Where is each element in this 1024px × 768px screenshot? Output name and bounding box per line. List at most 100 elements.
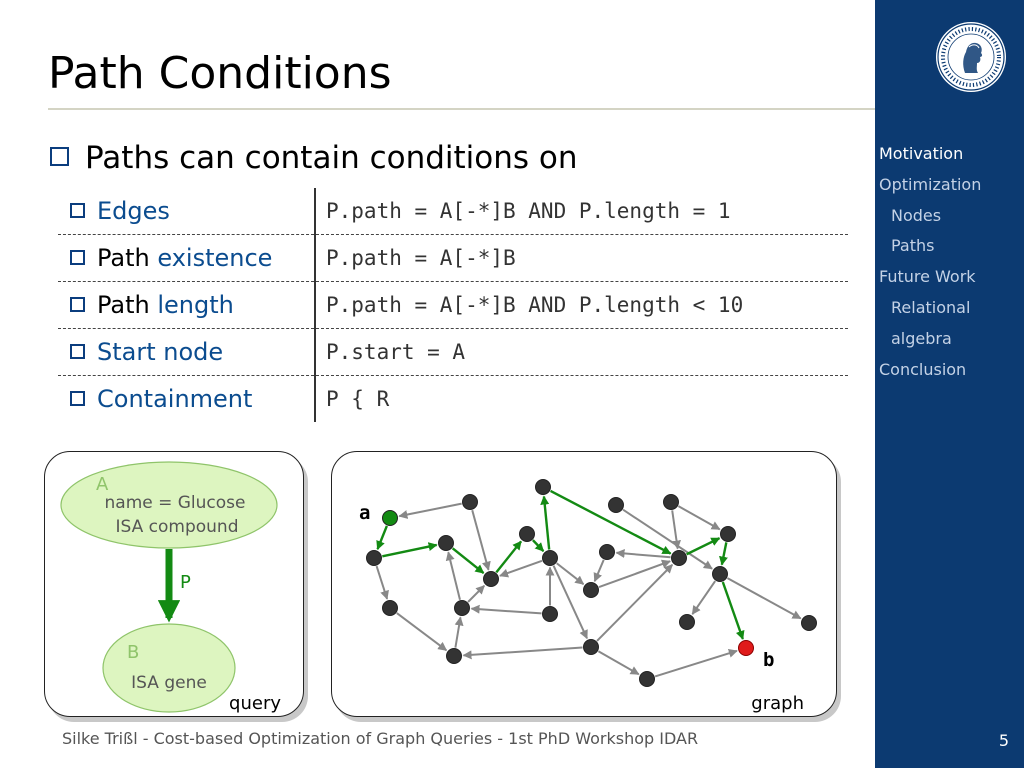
graph-start-node: [382, 510, 398, 526]
condition-code: P.path = A[-*]B AND P.length = 1: [326, 199, 731, 223]
graph-edge: [598, 559, 671, 589]
graph-edge: [677, 505, 721, 531]
graph-path-edge: [532, 539, 545, 552]
condition-keyword: Containment: [97, 385, 253, 413]
graph-node: [679, 614, 695, 630]
nav-item-relational[interactable]: Relational: [891, 297, 971, 317]
nav-item-nodes[interactable]: Nodes: [891, 205, 942, 225]
graph-edge: [671, 510, 681, 550]
graph-path-edge: [549, 489, 672, 555]
nav-item-algebra[interactable]: algebra: [891, 328, 952, 348]
graph-path-edge: [451, 547, 485, 575]
graph-edge: [552, 565, 588, 640]
graph-node: [720, 526, 736, 542]
page-number: 5: [998, 731, 1009, 750]
nav-item-optimization[interactable]: Optimization: [879, 174, 982, 194]
graph-end-label: b: [763, 649, 774, 671]
nav-item-paths[interactable]: Paths: [891, 236, 935, 256]
slide-content: Path Conditions Paths can contain condit…: [44, 48, 976, 748]
title-divider: [48, 108, 976, 110]
query-panel: A name = Glucose ISA compound P B ISA ge…: [44, 451, 304, 717]
square-bullet-icon: [70, 202, 85, 218]
condition-row-existence: Path existence P.path = A[-*]B: [58, 234, 848, 282]
condition-prefix: Path: [97, 291, 158, 319]
condition-prefix: Path: [97, 244, 158, 272]
graph-edge: [726, 577, 802, 620]
graph-node: [671, 550, 687, 566]
graph-edge: [597, 650, 640, 676]
graph-node: [454, 600, 470, 616]
condition-code: P.start = A: [315, 328, 848, 376]
query-node-a-name: A: [96, 474, 109, 495]
condition-row-edges: Edges P.path = A[-*]B AND P.length = 1: [58, 188, 848, 235]
graph-node: [542, 550, 558, 566]
query-edge-label: P: [180, 572, 191, 593]
query-node-a: [60, 461, 278, 549]
query-node-b-name: B: [127, 642, 139, 663]
condition-code: P.path = A[-*]B: [315, 234, 848, 282]
footer-text: Silke Trißl - Cost-based Optimization of…: [62, 729, 699, 748]
graph-edge: [622, 508, 713, 570]
graph-node: [446, 648, 462, 664]
main-bullet-text: Paths can contain conditions on: [85, 140, 578, 176]
condition-label: Containment: [58, 375, 316, 422]
query-caption: query: [229, 693, 281, 714]
graph-node: [801, 615, 817, 631]
graph-node: [583, 582, 599, 598]
graph-edge: [556, 562, 585, 585]
condition-row-containment: Containment P { R: [58, 375, 848, 422]
graph-caption: graph: [751, 693, 804, 714]
graph-edge: [593, 559, 605, 583]
condition-row-start-node: Start node P.start = A: [58, 328, 848, 376]
query-diagram: A name = Glucose ISA compound P B ISA ge…: [60, 461, 278, 713]
condition-keyword: existence: [157, 244, 273, 272]
sidebar: Motivation Optimization Nodes Paths Futu…: [875, 0, 1024, 768]
graph-path-edge: [382, 542, 438, 558]
graph-edge: [398, 502, 462, 519]
condition-keyword: length: [157, 291, 234, 319]
square-bullet-icon: [50, 147, 69, 166]
graph-path-edge: [495, 540, 523, 574]
graph-edge: [445, 551, 461, 600]
graph-edge: [615, 548, 671, 559]
condition-label: Path existence: [58, 234, 316, 282]
graph-panel: a b graph: [331, 451, 837, 717]
condition-keyword: Start node: [97, 338, 224, 366]
graph-node: [483, 571, 499, 587]
graph-node: [382, 600, 398, 616]
condition-label: Edges: [58, 188, 316, 235]
nav-item-conclusion[interactable]: Conclusion: [879, 359, 967, 379]
square-bullet-icon: [70, 343, 85, 359]
slide-title: Path Conditions: [48, 48, 392, 99]
graph-node: [542, 606, 558, 622]
graph-edge: [654, 648, 738, 678]
nav-item-future-work[interactable]: Future Work: [879, 267, 976, 287]
graph-node: [583, 639, 599, 655]
graph-edge: [467, 585, 485, 603]
university-seal-icon: [936, 22, 1006, 92]
graph-edge: [471, 509, 491, 571]
graph-node: [438, 535, 454, 551]
graph-start-label: a: [359, 502, 370, 524]
query-node-a-line: name = Glucose: [105, 493, 246, 513]
query-node-b: [102, 623, 236, 713]
graph-path-edge: [721, 581, 745, 640]
condition-code: P { R: [315, 375, 848, 422]
nav-item-motivation[interactable]: Motivation: [879, 144, 964, 163]
graph-path-edge: [719, 542, 728, 566]
conditions-table: Edges P.path = A[-*]B AND P.length = 1 P…: [58, 188, 848, 422]
graph-edge: [375, 565, 389, 600]
graph-node: [663, 494, 679, 510]
square-bullet-icon: [70, 390, 85, 406]
graph-node: [712, 566, 728, 582]
graph-end-node: [738, 640, 754, 656]
graph-node: [608, 497, 624, 513]
graph-edge: [396, 612, 448, 652]
square-bullet-icon: [70, 249, 85, 265]
graph-edge: [691, 580, 717, 615]
square-bullet-icon: [70, 296, 85, 312]
graph-diagram: a b: [359, 479, 817, 687]
graph-node: [519, 526, 535, 542]
graph-edge: [462, 646, 583, 660]
graph-node: [366, 550, 382, 566]
